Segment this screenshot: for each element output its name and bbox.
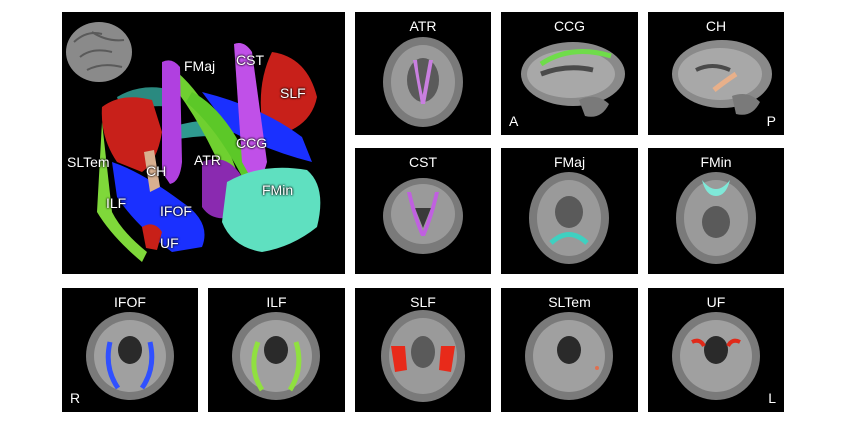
slice-panel-ifof: IFOF R — [62, 288, 198, 412]
tract-bundles-graphic — [66, 22, 321, 262]
panel-title: SLTem — [548, 294, 591, 310]
label-atr: ATR — [194, 152, 221, 168]
panel-title: CST — [409, 154, 437, 170]
axial-slice-image — [676, 172, 756, 264]
axial-slice-image — [381, 310, 465, 402]
axial-slice-image — [529, 172, 609, 264]
slice-panel-fmaj: FMaj — [501, 148, 638, 274]
slice-panel-sltem: SLTem — [501, 288, 638, 412]
axial-slice-image — [672, 312, 760, 400]
axial-slice-image — [383, 37, 463, 127]
slice-panel-fmin: FMin — [648, 148, 784, 274]
label-ilf: ILF — [106, 195, 127, 211]
sagittal-slice-image — [521, 42, 625, 117]
slice-panel-ilf: ILF — [208, 288, 345, 412]
label-fmin: FMin — [262, 182, 294, 198]
left-marker: L — [768, 390, 776, 406]
label-cst: CST — [236, 52, 264, 68]
panel-title: ILF — [266, 294, 287, 310]
tractography-3d-render: FMaj CST SLF SLTem CH CCG ATR ILF IFOF F… — [62, 12, 345, 274]
label-ccg: CCG — [236, 135, 268, 151]
right-marker: R — [70, 390, 81, 406]
panel-title: FMaj — [553, 154, 586, 170]
slice-panel-atr: ATR — [355, 12, 491, 135]
brain-icon — [66, 22, 132, 82]
posterior-marker: P — [766, 113, 776, 129]
label-ifof: IFOF — [160, 203, 192, 219]
panel-title: CH — [705, 18, 727, 34]
slice-panel-uf: UF L — [648, 288, 784, 412]
slice-panel-cst: CST — [355, 148, 491, 274]
panel-title: UF — [706, 294, 726, 310]
axial-slice-image — [86, 312, 174, 400]
anterior-marker: A — [509, 113, 519, 129]
panel-title: CCG — [553, 18, 586, 34]
axial-slice-image — [525, 312, 613, 400]
label-uf: UF — [160, 235, 179, 251]
coronal-slice-image — [383, 178, 463, 254]
slice-panel-slf: SLF — [355, 288, 491, 412]
axial-slice-image — [232, 312, 320, 400]
panel-title: ATR — [409, 18, 437, 34]
panel-title: SLF — [410, 294, 436, 310]
label-fmaj: FMaj — [184, 58, 216, 74]
slice-panel-ch: CH P — [648, 12, 784, 135]
label-sltem: SLTem — [67, 154, 110, 170]
label-ch: CH — [146, 163, 167, 179]
panel-title: FMin — [700, 154, 732, 170]
slice-panel-ccg: CCG A — [501, 12, 638, 135]
label-slf: SLF — [280, 85, 306, 101]
sagittal-slice-image — [672, 40, 772, 115]
panel-title: IFOF — [114, 294, 146, 310]
